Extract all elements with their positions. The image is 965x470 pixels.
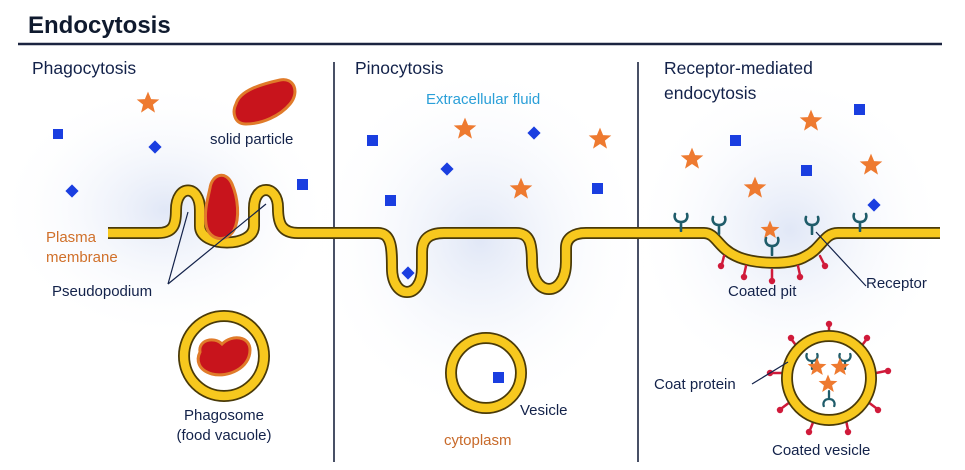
label-coated-pit: Coated pit — [728, 283, 797, 300]
heading-receptor-line2: endocytosis — [664, 83, 757, 103]
square-molecule — [53, 129, 63, 139]
coated-vesicle — [766, 320, 892, 436]
phago-glow — [0, 80, 335, 340]
receptor-glow — [630, 70, 950, 390]
pseudopodium-pointer — [167, 203, 267, 285]
square-molecule — [367, 135, 378, 146]
label-cytoplasm: cytoplasm — [444, 432, 512, 449]
label-phagosome-2: (food vacuole) — [176, 427, 271, 444]
square-molecule — [493, 372, 504, 383]
heading-pinocytosis: Pinocytosis — [355, 58, 444, 78]
square-molecule — [297, 179, 308, 190]
pseudopodium-pointer — [167, 211, 189, 285]
square-molecule — [730, 135, 741, 146]
label-receptor: Receptor — [866, 275, 927, 292]
label-pseudopodium: Pseudopodium — [52, 283, 152, 300]
solid-particle — [232, 78, 297, 126]
square-molecule — [801, 165, 812, 176]
heading-receptor-line1: Receptor-mediated — [664, 58, 813, 78]
label-coat-protein: Coat protein — [654, 376, 736, 393]
pinocytosis-vesicle — [445, 332, 527, 414]
label-plasma-membrane-1: Plasma — [46, 229, 97, 246]
label-phagosome-1: Phagosome — [184, 407, 264, 424]
engulfed-particle — [204, 173, 240, 240]
coat-proteins-pit — [720, 254, 826, 281]
label-extracellular-fluid: Extracellular fluid — [426, 91, 540, 108]
square-molecule — [592, 183, 603, 194]
plasma-membrane — [108, 184, 940, 298]
square-molecule — [854, 104, 865, 115]
label-coated-vesicle: Coated vesicle — [772, 442, 870, 459]
pino-glow — [310, 60, 650, 420]
coat-protein-pointer — [751, 361, 789, 385]
page-title: Endocytosis — [28, 12, 171, 39]
square-molecule — [385, 195, 396, 206]
label-plasma-membrane-2: membrane — [46, 249, 118, 266]
phagosome — [178, 310, 270, 402]
receptor-pointer — [815, 231, 867, 287]
heading-phagocytosis: Phagocytosis — [32, 58, 136, 78]
label-vesicle: Vesicle — [520, 402, 568, 419]
label-solid-particle: solid particle — [210, 131, 293, 148]
